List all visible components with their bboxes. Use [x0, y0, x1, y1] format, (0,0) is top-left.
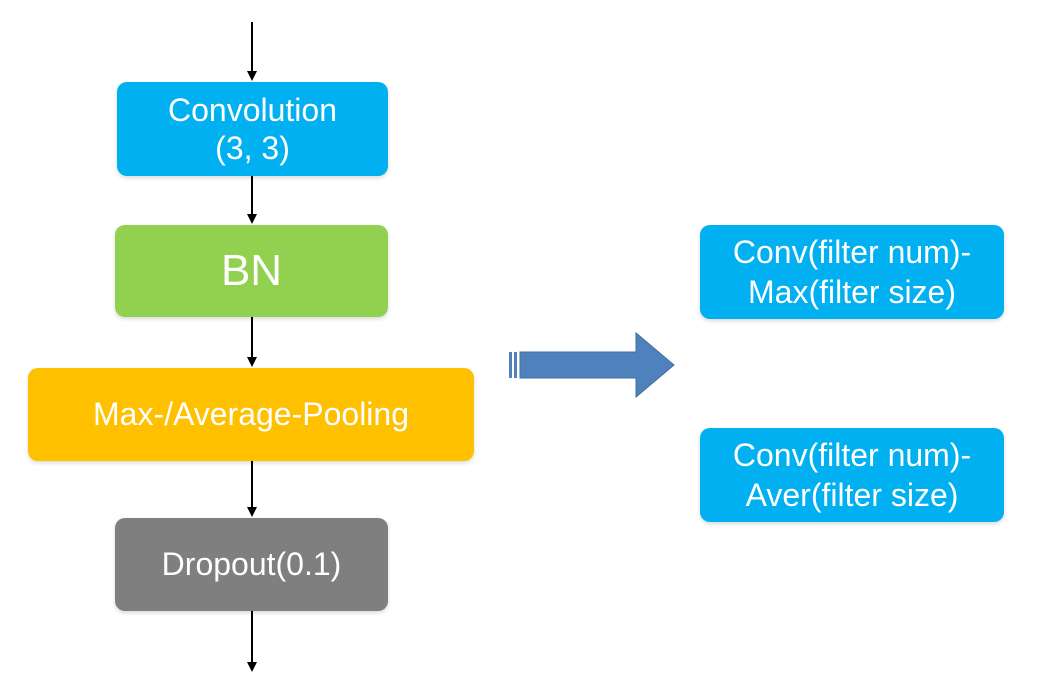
- result-max-line1: Conv(filter num)-: [732, 234, 972, 270]
- convolution-block: Convolution (3, 3): [117, 82, 388, 176]
- pooling-block: Max-/Average-Pooling: [28, 368, 474, 461]
- dropout-label: Dropout(0.1): [161, 546, 342, 583]
- bn-block: BN: [115, 225, 388, 317]
- convolution-label: Convolution: [168, 91, 337, 128]
- block-arrow-right: [509, 331, 675, 399]
- result-block-aver: Conv(filter num)- Aver(filter size): [700, 428, 1004, 522]
- block-arrow-stripe: [514, 352, 517, 378]
- convolution-kernel-size: (3, 3): [215, 130, 290, 166]
- pooling-label: Max-/Average-Pooling: [92, 396, 409, 433]
- result-aver-line2: Aver(filter size): [745, 477, 959, 513]
- block-arrow-stripe: [509, 352, 512, 378]
- bn-label: BN: [220, 245, 283, 295]
- dropout-block: Dropout(0.1): [115, 518, 388, 611]
- result-aver-line1: Conv(filter num)-: [732, 437, 972, 473]
- block-arrow-body: [519, 331, 675, 399]
- result-max-line2: Max(filter size): [747, 274, 956, 310]
- result-block-max: Conv(filter num)- Max(filter size): [700, 225, 1004, 319]
